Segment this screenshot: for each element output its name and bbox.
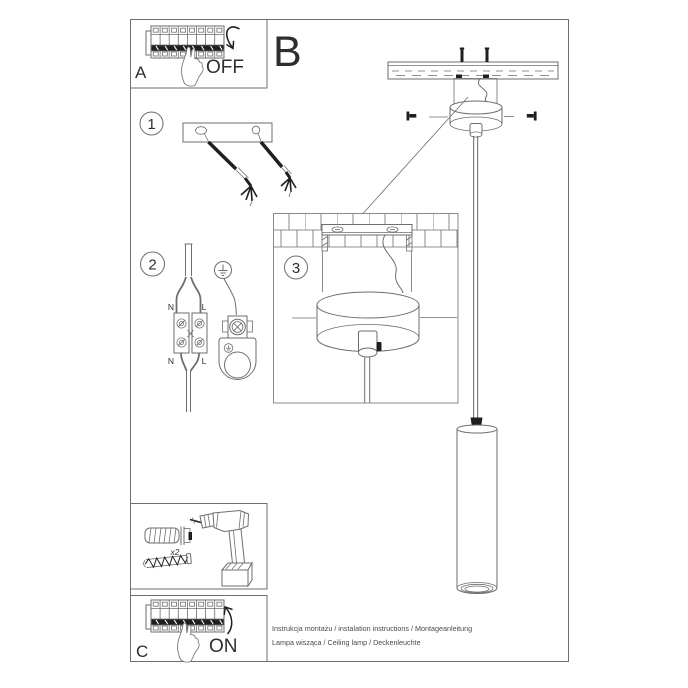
- lamp-cable-bottom: [180, 352, 200, 412]
- on-label: ON: [209, 636, 238, 657]
- step1-number: 1: [147, 116, 155, 133]
- quantity-label: x2: [170, 547, 180, 557]
- box-step-c: [130, 595, 268, 662]
- off-label: OFF: [206, 57, 244, 78]
- screw-anchor-right-icon: [257, 132, 297, 198]
- canopy: [429, 100, 514, 138]
- section-b-label: B: [273, 28, 302, 76]
- detail-leader-line: [362, 96, 469, 214]
- section-c-label: C: [136, 642, 148, 661]
- step3-number: 3: [292, 260, 300, 277]
- side-screw-left-icon: [406, 111, 417, 121]
- screw-icon: [142, 553, 192, 569]
- section-power-on: C ON: [136, 599, 238, 663]
- terminal-block: [173, 312, 208, 354]
- section-power-off: A OFF: [135, 25, 244, 87]
- mounting-plate: [182, 122, 273, 143]
- wall-plug-icon: [144, 526, 192, 545]
- screw-anchor-left-icon: [203, 132, 258, 207]
- section-step3: 3: [273, 213, 459, 404]
- wire-curve: [382, 234, 404, 294]
- footer-line2: Lampa wisząca / Ceiling lamp / Deckenleu…: [272, 638, 421, 647]
- arrow-on-icon: [223, 605, 233, 635]
- footer: Instrukcja montażu / instalation instruc…: [272, 624, 472, 647]
- ground-wire: [223, 278, 237, 316]
- canopy-detail: [292, 291, 457, 403]
- box-tools: [130, 503, 268, 590]
- grub-screw-icon: [376, 342, 382, 351]
- section-step2: 2 N L N L: [140, 243, 257, 412]
- wire-label-n-bottom: N: [168, 356, 174, 366]
- ceiling-joist: [387, 61, 559, 80]
- section-step1: 1: [139, 111, 297, 207]
- mounting-screws-icon: [459, 47, 490, 62]
- section-a-label: A: [135, 63, 147, 82]
- suspension-cable: [473, 136, 479, 418]
- step2-number: 2: [148, 257, 156, 274]
- wire-label-n-top: N: [168, 302, 174, 312]
- mains-cable-top: [175, 243, 202, 314]
- arrow-off-icon: [226, 26, 240, 50]
- ground-clamp: [218, 315, 257, 380]
- side-screw-right-icon: [526, 111, 537, 121]
- box-step-a: [130, 19, 268, 89]
- page-frame: [130, 19, 569, 662]
- outer-frame: [130, 19, 569, 662]
- wire-label-l-bottom: L: [202, 356, 207, 366]
- ground-symbol-icon: [214, 261, 232, 279]
- drill-icon: [189, 509, 253, 588]
- wire-label-l-top: L: [202, 302, 207, 312]
- pendant-tube: [456, 417, 498, 594]
- bracket-detail: [321, 224, 413, 294]
- footer-line1: Instrukcja montażu / instalation instruc…: [272, 624, 472, 633]
- section-tools: x2: [142, 509, 253, 588]
- section-overview: B: [273, 28, 559, 594]
- circuit-breaker-icon: [145, 25, 225, 59]
